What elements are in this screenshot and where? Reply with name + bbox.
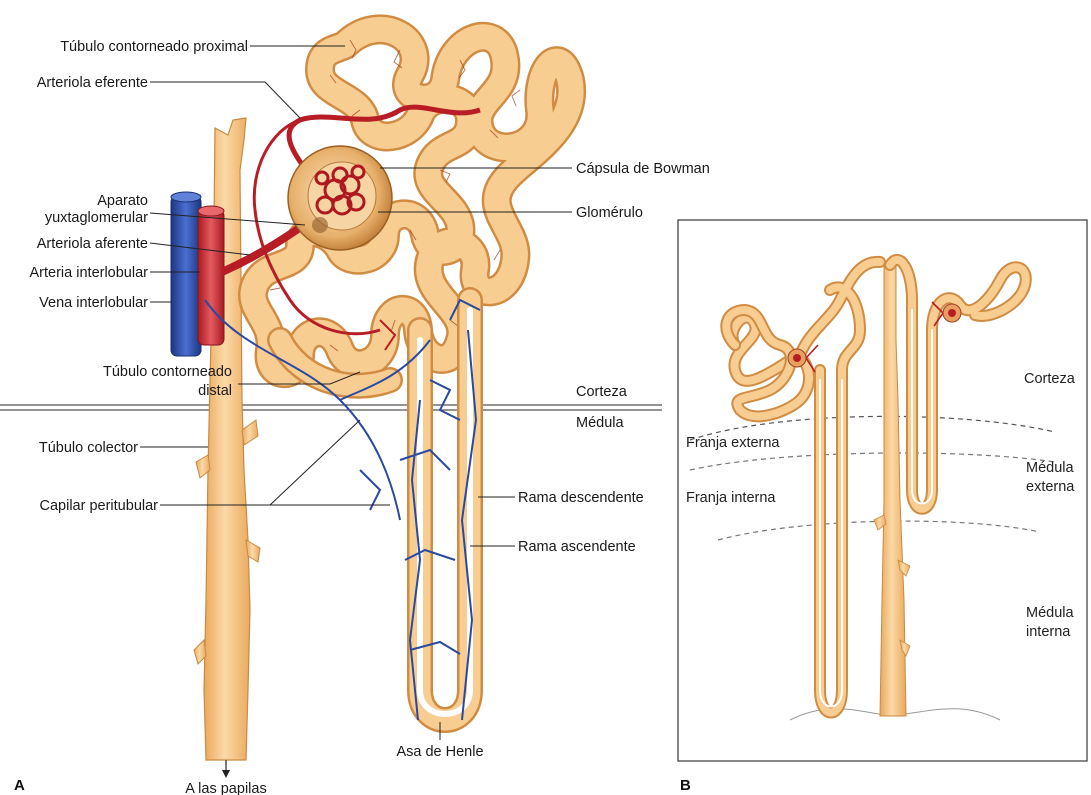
- label-aparato-2: yuxtaglomerular: [45, 210, 148, 226]
- label-corteza-b: Corteza: [1024, 371, 1076, 387]
- label-capilar-peritubular: Capilar peritubular: [40, 498, 159, 514]
- label-tubulo-distal-1: Túbulo contorneado: [103, 364, 232, 380]
- label-aparato-1: Aparato: [97, 193, 148, 209]
- glomerulus-b-right-core: [948, 309, 956, 317]
- label-medula-externa-2: externa: [1026, 479, 1075, 495]
- label-medula-externa-1: Médula: [1026, 460, 1074, 476]
- label-corteza-a: Corteza: [576, 384, 628, 400]
- label-arteriola-eferente: Arteriola eferente: [37, 75, 148, 91]
- label-franja-interna: Franja interna: [686, 490, 776, 506]
- label-arteria-interlobular: Arteria interlobular: [30, 265, 149, 281]
- panel-label-a: A: [14, 777, 25, 794]
- panel-b: Corteza Franja externa Franja interna Mé…: [678, 220, 1087, 794]
- label-vena-interlobular: Vena interlobular: [39, 295, 148, 311]
- label-franja-externa: Franja externa: [686, 435, 780, 451]
- label-medula-interna-2: interna: [1026, 624, 1071, 640]
- label-tubulo-proximal: Túbulo contorneado proximal: [60, 39, 248, 55]
- label-asa-henle: Asa de Henle: [396, 744, 483, 760]
- panel-label-b: B: [680, 777, 691, 794]
- panel-a: Túbulo contorneado proximal Arteriola ef…: [0, 29, 710, 795]
- label-glomerulo: Glomérulo: [576, 205, 643, 221]
- juxtaglomerular-apparatus: [312, 217, 328, 233]
- label-medula-a: Médula: [576, 415, 624, 431]
- label-tubulo-distal-2: distal: [198, 383, 232, 399]
- label-medula-interna-1: Médula: [1026, 605, 1074, 621]
- label-a-las-papilas: A las papilas: [185, 781, 266, 795]
- label-tubulo-colector: Túbulo colector: [39, 440, 138, 456]
- label-arteriola-aferente: Arteriola aferente: [37, 236, 148, 252]
- label-rama-descendente: Rama descendente: [518, 490, 644, 506]
- interlobular-artery: [198, 206, 224, 345]
- glomerulus-b-left-core: [793, 354, 801, 362]
- label-capsula-bowman: Cápsula de Bowman: [576, 161, 710, 177]
- label-rama-ascendente: Rama ascendente: [518, 539, 636, 555]
